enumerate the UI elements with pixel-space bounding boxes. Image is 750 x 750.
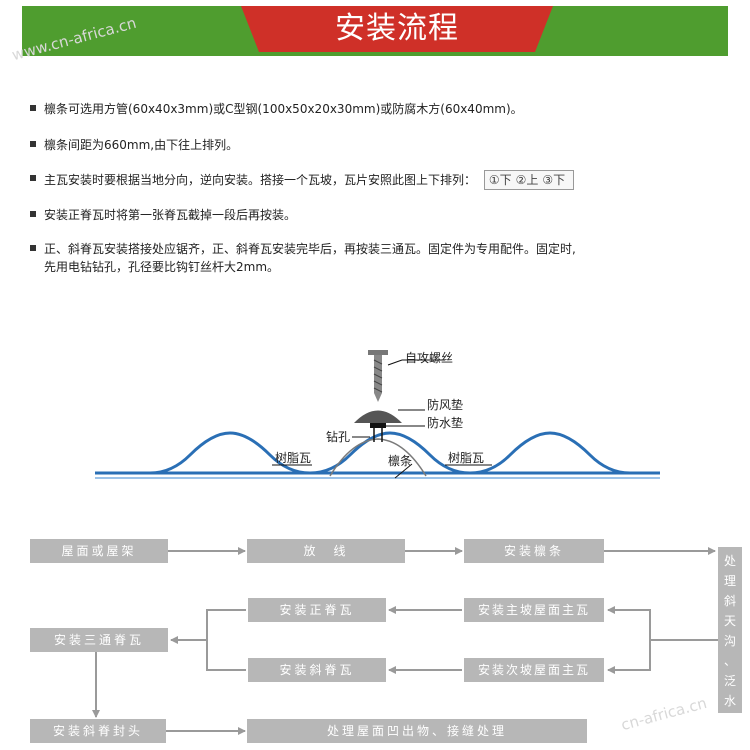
flow-step-finish: 处理屋面凹出物、接缝处理 xyxy=(247,719,587,743)
screw-shaft xyxy=(374,355,382,393)
bullet-icon xyxy=(30,141,36,147)
flow-step-end-cap: 安装斜脊封头 xyxy=(30,719,166,743)
flow-arrow xyxy=(170,609,246,644)
bullet-text: 先用电钻钻孔，孔径要比钩钉丝杆大2mm。 xyxy=(44,260,280,274)
vertical-char: 天 xyxy=(723,614,736,628)
vertical-char: 泛 xyxy=(723,674,736,688)
flow-step-roof: 屋面或屋架 xyxy=(30,539,168,563)
bullet-text: 主瓦安装时要根据当地分向，逆向安装。搭接一个瓦坡，瓦片安照此图上下排列： xyxy=(44,173,477,187)
header-banner: 安装流程 xyxy=(22,6,728,56)
installation-diagram: 自攻螺丝 防风垫 防水垫 钻孔 树脂瓦 檩条 树脂瓦 xyxy=(95,350,660,479)
tile-corrugation xyxy=(149,431,311,475)
vertical-char: 、 xyxy=(723,654,736,668)
bullet-icon xyxy=(30,245,36,251)
bullet-text: 正、斜脊瓦安装搭接处应锯齐，正、斜脊瓦安装完毕后，再按装三通瓦。固定件为专用配件… xyxy=(44,242,576,256)
flow-step-sub-slope: 安装次坡屋面主瓦 xyxy=(464,658,604,682)
order-step: ②上 xyxy=(515,173,539,187)
label-tile-right: 树脂瓦 xyxy=(448,450,484,465)
vertical-char: 处 xyxy=(723,554,736,568)
label-screw: 自攻螺丝 xyxy=(405,351,453,365)
order-step: ③下 xyxy=(542,173,566,187)
bullet-text: 檩条可选用方管(60x40x3mm)或C型钢(100x50x20x30mm)或防… xyxy=(44,102,523,116)
bullet-text: 安装正脊瓦时将第一张脊瓦截掉一段后再按装。 xyxy=(44,208,297,222)
bullet-text: 檩条间距为660mm,由下往上排列。 xyxy=(44,138,239,152)
vertical-char: 理 xyxy=(723,574,736,588)
flow-arrow xyxy=(607,606,718,641)
flow-step-hip: 安装斜脊瓦 xyxy=(248,658,386,682)
screw-tip xyxy=(374,393,382,402)
flow-step-valley: 处理斜天沟、泛水 xyxy=(718,547,742,713)
flow-step-purlin: 安装檩条 xyxy=(464,539,604,563)
flow-step-ridge: 安装正脊瓦 xyxy=(248,598,386,622)
vertical-char: 水 xyxy=(723,694,736,708)
wind-pad xyxy=(354,410,402,423)
vertical-char: 沟 xyxy=(723,634,736,648)
label-drill: 钻孔 xyxy=(326,429,350,444)
flow-arrow xyxy=(607,640,651,674)
purlin-shape xyxy=(329,438,427,477)
flow-arrow xyxy=(206,640,246,671)
bullet-icon xyxy=(30,175,36,181)
bullet-icon xyxy=(30,211,36,217)
screw-head xyxy=(368,350,388,355)
flow-step-line: 放 线 xyxy=(247,539,405,563)
label-windpad: 防风垫 xyxy=(427,397,463,412)
label-tile-left: 树脂瓦 xyxy=(275,450,311,465)
leader-line xyxy=(387,359,403,366)
leader-line xyxy=(394,463,413,479)
label-waterpad: 防水垫 xyxy=(427,415,463,430)
tile-corrugation xyxy=(469,431,631,475)
flow-step-main-slope: 安装主坡屋面主瓦 xyxy=(464,598,604,622)
flow-step-tee: 安装三通脊瓦 xyxy=(30,628,168,652)
label-purlin: 檩条 xyxy=(388,453,412,468)
page-title: 安装流程 xyxy=(241,6,553,52)
order-step: ①下 xyxy=(488,173,512,187)
screw-thread xyxy=(373,359,383,393)
water-pad xyxy=(370,423,386,428)
vertical-char: 斜 xyxy=(723,594,736,608)
bullet-icon xyxy=(30,105,36,111)
